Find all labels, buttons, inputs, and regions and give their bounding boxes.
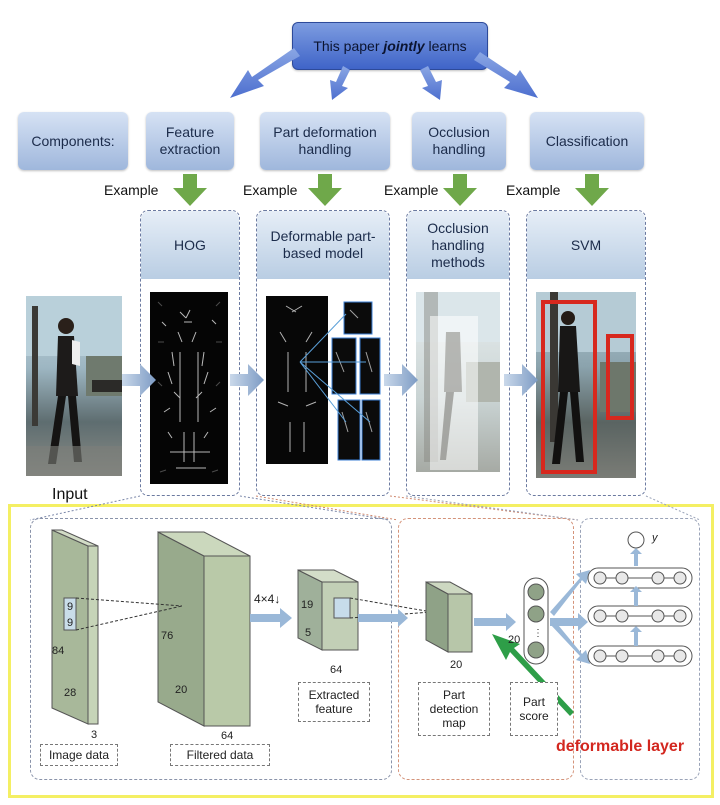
input-photo [26,296,122,476]
caption-part-detection-map: Part detection map [418,682,490,736]
example-label-3: Example [384,182,439,198]
dim-3: 3 [91,729,98,741]
dim-5: 5 [305,627,312,639]
component-part-deformation: Part deformation handling [260,112,390,170]
arrow-to-detection [358,609,408,627]
flow-arrows [122,364,538,396]
dim-76: 76 [161,630,174,642]
arrow-to-classification [474,52,538,98]
green-arrow-2 [308,174,342,206]
example-label-1: Example [104,182,159,198]
filtered-block-side [203,555,251,727]
green-arrow-4 [575,174,609,206]
deformable-layer-label: deformable layer [556,738,685,755]
example-label-4: Example [506,182,561,198]
panel-occlusion-title: Occlusion handling methods [407,211,509,279]
dim-9a: 9 [67,601,74,613]
image-data-slab-side [87,545,99,725]
dim-20b: 20 [450,659,463,671]
filtered-block-front [157,531,205,727]
detection-map-side [447,593,473,653]
feature-cube-kernel [333,597,351,619]
green-down-arrows [173,174,609,206]
dim-28: 28 [64,687,77,699]
dim-64b: 64 [330,664,343,676]
flow-arrow-1 [122,364,156,396]
caption-image-data: Image data [40,744,118,766]
dim-20c: 20 [508,634,521,646]
flow-arrow-3 [384,364,418,396]
green-arrow-1 [173,174,207,206]
arrow-to-part-score [474,613,516,631]
components-label: Components: [18,112,128,170]
region-classifier [580,518,700,780]
dpm-image [266,292,382,468]
dim-9b: 9 [67,617,74,629]
input-label: Input [52,486,88,503]
component-feature-extraction: Feature extraction [146,112,234,170]
svm-image [536,292,636,478]
arrow-to-feature [230,48,300,98]
top-arrows [230,48,538,100]
dim-64a: 64 [221,730,234,742]
dim-20a: 20 [175,684,188,696]
svg-text:⋮: ⋮ [533,628,543,639]
example-label-2: Example [243,182,298,198]
arrow-to-part [330,66,350,100]
component-classification: Classification [530,112,644,170]
image-data-kernel [63,597,77,631]
dim-19: 19 [301,599,314,611]
caption-part-score: Part score [510,682,558,736]
component-occlusion-handling: Occlusion handling [412,112,506,170]
dim-84: 84 [52,645,65,657]
green-arrow-3 [443,174,477,206]
caption-filtered-data: Filtered data [170,744,270,766]
flow-arrow-2 [230,364,264,396]
pool-arrow [250,608,292,628]
paper-title-text: This paper jointly learns [313,37,467,54]
flow-arrow-4 [504,364,538,396]
panel-hog-title: HOG [141,211,239,279]
panel-svm-title: SVM [527,211,645,279]
panel-dpm-title: Deformable part-based model [257,211,389,279]
arrow-to-occlusion [420,66,442,100]
hog-image [150,292,228,484]
bottom-frame [8,504,714,798]
caption-extracted-feature: Extracted feature [298,682,370,722]
paper-title-box: This paper jointly learns [292,22,488,70]
output-y-label: y [652,532,658,544]
pool-label: 4×4↓ [254,592,281,606]
region-cnn [30,518,392,780]
occlusion-image [416,292,500,472]
